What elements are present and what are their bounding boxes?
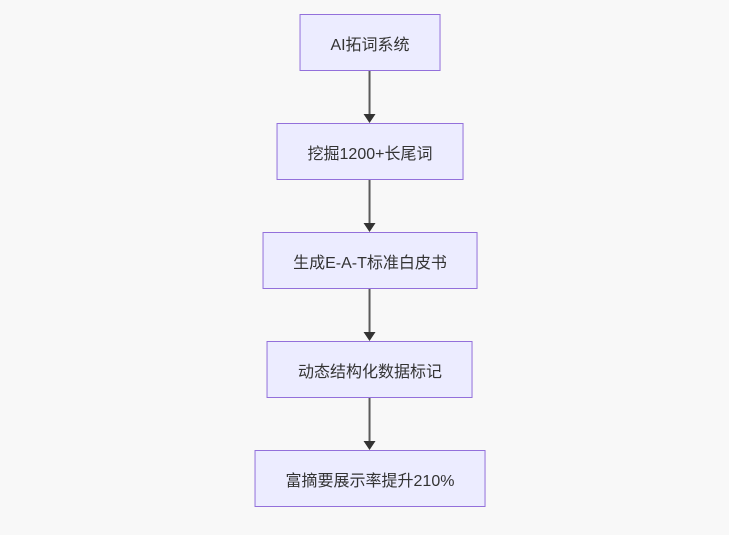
flowchart-column: AI拓词系统 挖掘1200+长尾词 生成E-A-T标准白皮书 动态结构化数据标记	[254, 14, 486, 507]
flow-node-label: 动态结构化数据标记	[297, 363, 442, 381]
arrowhead-down-icon	[364, 114, 376, 123]
arrow-line	[369, 289, 371, 332]
arrowhead-down-icon	[364, 223, 376, 232]
flow-node-structured-data: 动态结构化数据标记	[266, 341, 473, 398]
flow-node-label: 挖掘1200+长尾词	[307, 145, 433, 163]
flow-node-longtail-mining: 挖掘1200+长尾词	[276, 123, 464, 180]
flow-node-label: 富摘要展示率提升210%	[285, 472, 455, 490]
arrowhead-down-icon	[364, 441, 376, 450]
arrow-line	[369, 71, 371, 114]
flow-node-ai-word-expansion: AI拓词系统	[299, 14, 441, 71]
flow-node-eat-whitepaper: 生成E-A-T标准白皮书	[262, 232, 478, 289]
arrow-line	[369, 180, 371, 223]
flow-node-label: 生成E-A-T标准白皮书	[293, 254, 447, 272]
flow-node-rich-snippet-rate: 富摘要展示率提升210%	[254, 450, 486, 507]
flow-arrow-4-5	[364, 398, 376, 450]
flow-arrow-3-4	[364, 289, 376, 341]
flow-arrow-2-3	[364, 180, 376, 232]
flow-arrow-1-2	[364, 71, 376, 123]
arrow-line	[369, 398, 371, 441]
arrowhead-down-icon	[364, 332, 376, 341]
flow-node-label: AI拓词系统	[330, 36, 410, 54]
